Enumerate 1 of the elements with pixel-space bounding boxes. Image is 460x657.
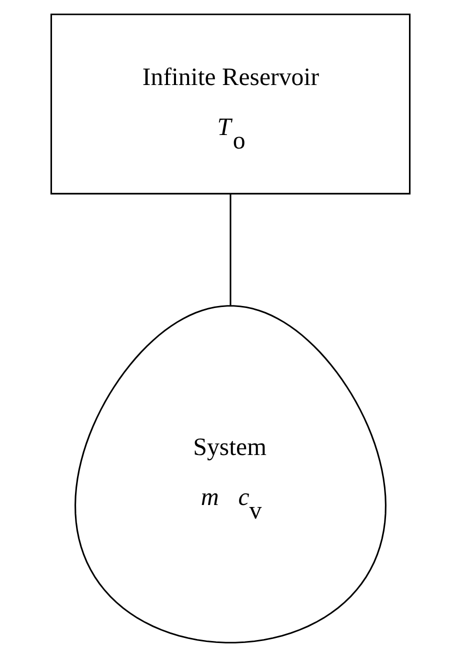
connector: [229, 194, 231, 306]
